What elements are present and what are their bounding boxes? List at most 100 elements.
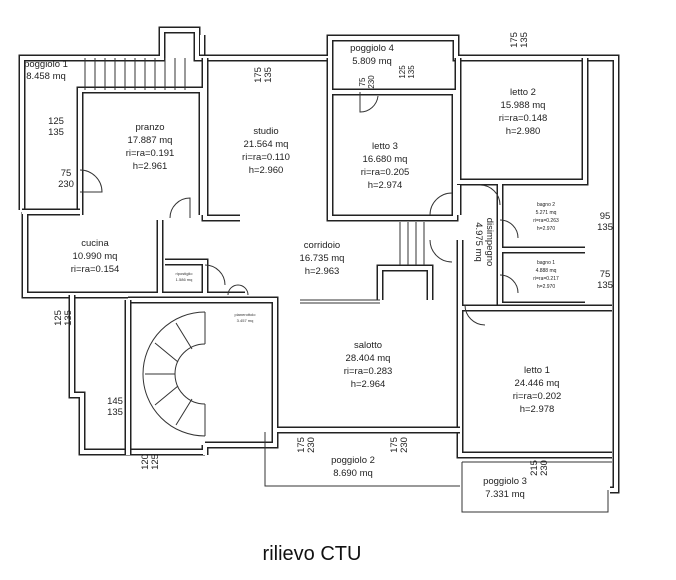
room-label: 175 — [389, 437, 400, 453]
room-label: 175 — [509, 32, 520, 48]
room-label: 8.690 mq — [333, 468, 373, 479]
room-label: 175 — [253, 67, 264, 83]
room-label: letto 2 — [510, 87, 536, 98]
room-label: h=2.980 — [506, 126, 541, 137]
room-label: 135 — [263, 67, 274, 83]
room-label: poggiolo 3 — [483, 476, 527, 487]
room-label: pianerottolo — [235, 312, 257, 317]
doors — [79, 92, 519, 326]
room-label: 135 — [63, 310, 74, 326]
room-label: 135 — [597, 280, 613, 291]
plan-caption: rilievo CTU — [263, 543, 362, 565]
room-label: h=2.960 — [249, 165, 284, 176]
room-label: ri=ra=0.217 — [533, 276, 559, 282]
room-label: ri=ra=0.148 — [499, 113, 548, 124]
room-label: 4.888 mq — [536, 268, 557, 274]
room-label: 1.586 mq — [176, 277, 193, 282]
room-bagno-2: bagno 2 5.271 mq ri=ra=0.263 h=2.970 — [533, 202, 559, 232]
room-label: 125 — [398, 65, 407, 79]
room-label: 145 — [107, 396, 123, 407]
room-label: 120 — [140, 454, 151, 470]
room-letto-1: letto 1 24.446 mq ri=ra=0.202 h=2.978 — [513, 365, 562, 415]
room-label: letto 1 — [524, 365, 550, 376]
room-cucina: cucina 10.990 mq ri=ra=0.154 — [71, 238, 120, 275]
room-label: h=2.978 — [520, 404, 555, 415]
room-label: 75 — [61, 168, 72, 179]
room-label: 8.458 mq — [26, 71, 66, 82]
room-label: h=2.970 — [537, 284, 555, 290]
room-salotto: salotto 28.404 mq ri=ra=0.283 h=2.964 — [344, 340, 393, 390]
room-label: 15.988 mq — [501, 100, 546, 111]
room-label: h=2.961 — [133, 161, 168, 172]
room-label: poggiolo 1 — [24, 59, 68, 70]
room-pranzo: pranzo 17.887 mq ri=ra=0.191 h=2.961 — [126, 122, 175, 172]
room-label: poggiolo 2 — [331, 455, 375, 466]
room-letto-2: letto 2 15.988 mq ri=ra=0.148 h=2.980 — [499, 87, 548, 137]
room-label: ri=ra=0.154 — [71, 264, 120, 275]
room-label: 135 — [107, 407, 123, 418]
room-label: 230 — [539, 460, 550, 476]
room-poggiolo-1: poggiolo 1 8.458 mq — [24, 59, 68, 82]
room-label: cucina — [81, 238, 109, 249]
room-label: ripostiglio — [176, 271, 194, 276]
room-label: ri=ra=0.283 — [344, 366, 393, 377]
walls — [18, 26, 620, 513]
room-label: 75 — [600, 269, 611, 280]
room-label: 10.990 mq — [73, 251, 118, 262]
room-corridoio: corridoio 16.735 mq h=2.963 — [300, 240, 345, 277]
room-bagno-1: bagno 1 4.888 mq ri=ra=0.217 h=2.970 — [533, 260, 559, 290]
room-label: 135 — [519, 32, 530, 48]
room-label: 16.680 mq — [363, 154, 408, 165]
room-label: 17.887 mq — [128, 135, 173, 146]
room-label: 230 — [399, 437, 410, 453]
room-label: poggiolo 4 — [350, 43, 394, 54]
room-poggiolo-2: poggiolo 2 8.690 mq — [331, 455, 375, 479]
room-label: h=2.974 — [368, 180, 403, 191]
stairs — [84, 58, 425, 437]
room-ripostiglio: ripostiglio 1.586 mq — [176, 271, 194, 282]
room-label: letto 3 — [372, 141, 398, 152]
room-studio: studio 21.564 mq ri=ra=0.110 h=2.960 — [242, 126, 290, 176]
room-label: 21.564 mq — [244, 139, 289, 150]
room-label: 215 — [529, 460, 540, 476]
room-label: 28.404 mq — [346, 353, 391, 364]
room-label: h=2.963 — [305, 266, 340, 277]
room-label: ri=ra=0.263 — [533, 218, 559, 224]
room-poggiolo-3: poggiolo 3 7.331 mq — [483, 476, 527, 500]
room-label: 125 — [48, 116, 64, 127]
room-label: ri=ra=0.191 — [126, 148, 175, 159]
room-label: salotto — [354, 340, 382, 351]
room-label: 135 — [407, 65, 416, 79]
room-label: 24.446 mq — [515, 378, 560, 389]
room-label: 125 — [53, 310, 64, 326]
room-label: 230 — [367, 75, 376, 89]
room-label: ri=ra=0.110 — [242, 152, 290, 163]
room-label: 75 — [358, 77, 367, 86]
room-label: disimpegno — [484, 218, 495, 267]
room-poggiolo-4: poggiolo 4 5.809 mq — [350, 43, 394, 67]
room-label: 95 — [600, 211, 611, 222]
room-label: ri=ra=0.205 — [361, 167, 410, 178]
room-label: 230 — [306, 437, 317, 453]
room-label: 230 — [58, 179, 74, 190]
room-label: corridoio — [304, 240, 340, 251]
room-label: 135 — [597, 222, 613, 233]
room-label: h=2.964 — [351, 379, 386, 390]
room-label: ri=ra=0.202 — [513, 391, 562, 402]
room-label: 5.271 mq — [536, 210, 557, 216]
room-label: h=2.970 — [537, 226, 555, 232]
room-label: 175 — [296, 437, 307, 453]
room-label: bagno 2 — [537, 202, 555, 208]
room-label: 125 — [150, 454, 161, 470]
room-label: 135 — [48, 127, 64, 138]
room-label: bagno 1 — [537, 260, 555, 266]
room-label: 3.457 mq — [237, 318, 254, 323]
room-letto-3: letto 3 16.680 mq ri=ra=0.205 h=2.974 — [361, 141, 410, 191]
room-pianerottolo: pianerottolo 3.457 mq — [235, 312, 257, 323]
room-label: 16.735 mq — [300, 253, 345, 264]
room-disimpegno: disimpegno 4.975 mq — [473, 218, 495, 267]
room-label: studio — [253, 126, 278, 137]
room-label: pranzo — [135, 122, 164, 133]
